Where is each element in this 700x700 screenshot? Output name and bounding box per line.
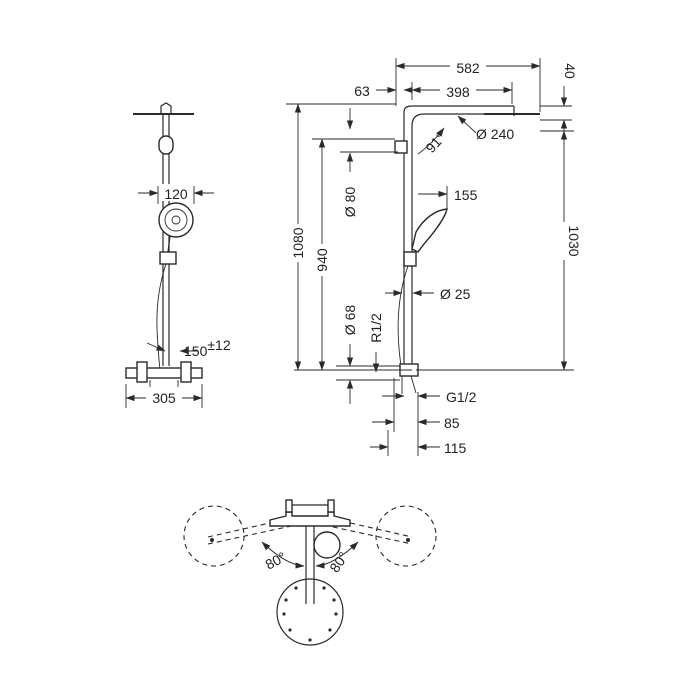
arm-end-left: [210, 538, 214, 542]
dimension-arm-height: 940: [312, 138, 395, 371]
front-handshower-ring: [164, 208, 188, 232]
dimension-wall-offset-min: 85: [372, 378, 460, 456]
swivel-left-label: 80°: [263, 549, 289, 573]
front-right-handle: [180, 361, 192, 383]
head-height-label: 1030: [566, 225, 582, 256]
dimension-arm-length: 398: [411, 82, 513, 104]
front-arm-holder: [158, 135, 174, 155]
total-height-label: 1080: [290, 227, 306, 258]
side-shower-arm-bottom: [411, 113, 514, 140]
inlet-thread-label: R1/2: [368, 313, 384, 343]
arm-angle-label: 91°: [422, 129, 448, 155]
side-hose: [397, 265, 409, 373]
dimension-arm-angle: 91°: [417, 127, 448, 156]
dimension-overall-depth: 582: [395, 58, 541, 112]
side-shower-arm-top: [403, 105, 514, 113]
head-diameter-label: Ø 240: [476, 126, 514, 142]
dimension-head-width: 120: [138, 184, 214, 204]
arm-swivel-right-upper: [323, 516, 413, 538]
front-handshower-neck: [167, 235, 171, 253]
side-arm-holder: [394, 140, 408, 154]
top-right-knob: [327, 499, 335, 513]
head-thickness-label: 40: [562, 63, 578, 79]
side-slider: [403, 251, 417, 267]
side-handshower: [411, 208, 448, 253]
bar-spacing-label: 150±12: [184, 337, 231, 359]
arm-offset-label: 63: [354, 83, 370, 99]
dimension-bar-diameter: Ø 25: [385, 286, 471, 302]
side-view: 582 63 398 40 91°: [286, 58, 582, 456]
mixer-width-label: 305: [152, 390, 176, 406]
dimension-head-thickness: 40: [540, 63, 578, 138]
top-left-knob: [285, 499, 293, 513]
swivel-arc-left: [261, 541, 305, 569]
head-swivel-left: [183, 505, 245, 567]
outlet-thread-label: G1/2: [446, 389, 477, 405]
swivel-arc-right: [315, 541, 359, 569]
head-width-label: 120: [164, 186, 188, 202]
dimension-mixer-width: 305: [125, 384, 203, 408]
top-overhead-head: [276, 578, 344, 646]
dimension-bracket-diameter: Ø 68: [336, 305, 400, 404]
wall-offset-max-label: 115: [444, 440, 467, 456]
dimension-outlet-thread: G1/2: [382, 389, 477, 405]
wall-offset-min-label: 85: [444, 415, 460, 431]
dimension-inlet-thread: R1/2: [368, 313, 384, 373]
handshower-reach-label: 155: [454, 187, 478, 203]
front-left-handle: [136, 361, 148, 383]
dimension-wall-offset-max: 115: [370, 430, 467, 456]
front-thermostat-body: [125, 367, 203, 379]
top-thermostat: [269, 511, 351, 527]
dimension-total-height: 1080: [286, 103, 396, 371]
arm-height-label: 940: [314, 248, 330, 272]
arm-swivel-left-lower: [207, 524, 297, 545]
arm-end-right: [406, 538, 410, 542]
arm-length-label: 398: [446, 84, 470, 100]
arm-swivel-right-lower: [323, 524, 413, 545]
dimension-head-diameter: Ø 240: [457, 115, 514, 142]
overall-depth-label: 582: [456, 60, 480, 76]
front-head-joint: [160, 102, 172, 114]
holder-diameter-label: Ø 80: [342, 187, 358, 218]
front-handshower-face: [158, 202, 194, 238]
bar-diameter-label: Ø 25: [440, 286, 471, 302]
dimension-bar-spacing: 150±12: [146, 337, 231, 359]
dimension-arm-offset: 63: [354, 83, 424, 99]
front-view: 120 150±12 305: [125, 102, 231, 408]
front-hose: [156, 263, 167, 371]
dimension-handshower-reach: 155: [418, 186, 478, 209]
head-swivel-right: [375, 505, 437, 567]
front-slider: [159, 251, 177, 265]
bracket-diameter-label: Ø 68: [342, 305, 358, 336]
dimension-holder-diameter: Ø 80: [340, 108, 398, 217]
side-handle: [410, 375, 417, 394]
top-view: 80° 80°: [183, 499, 437, 646]
dimension-head-height: 1030: [416, 130, 582, 371]
front-handshower-center: [171, 215, 181, 225]
